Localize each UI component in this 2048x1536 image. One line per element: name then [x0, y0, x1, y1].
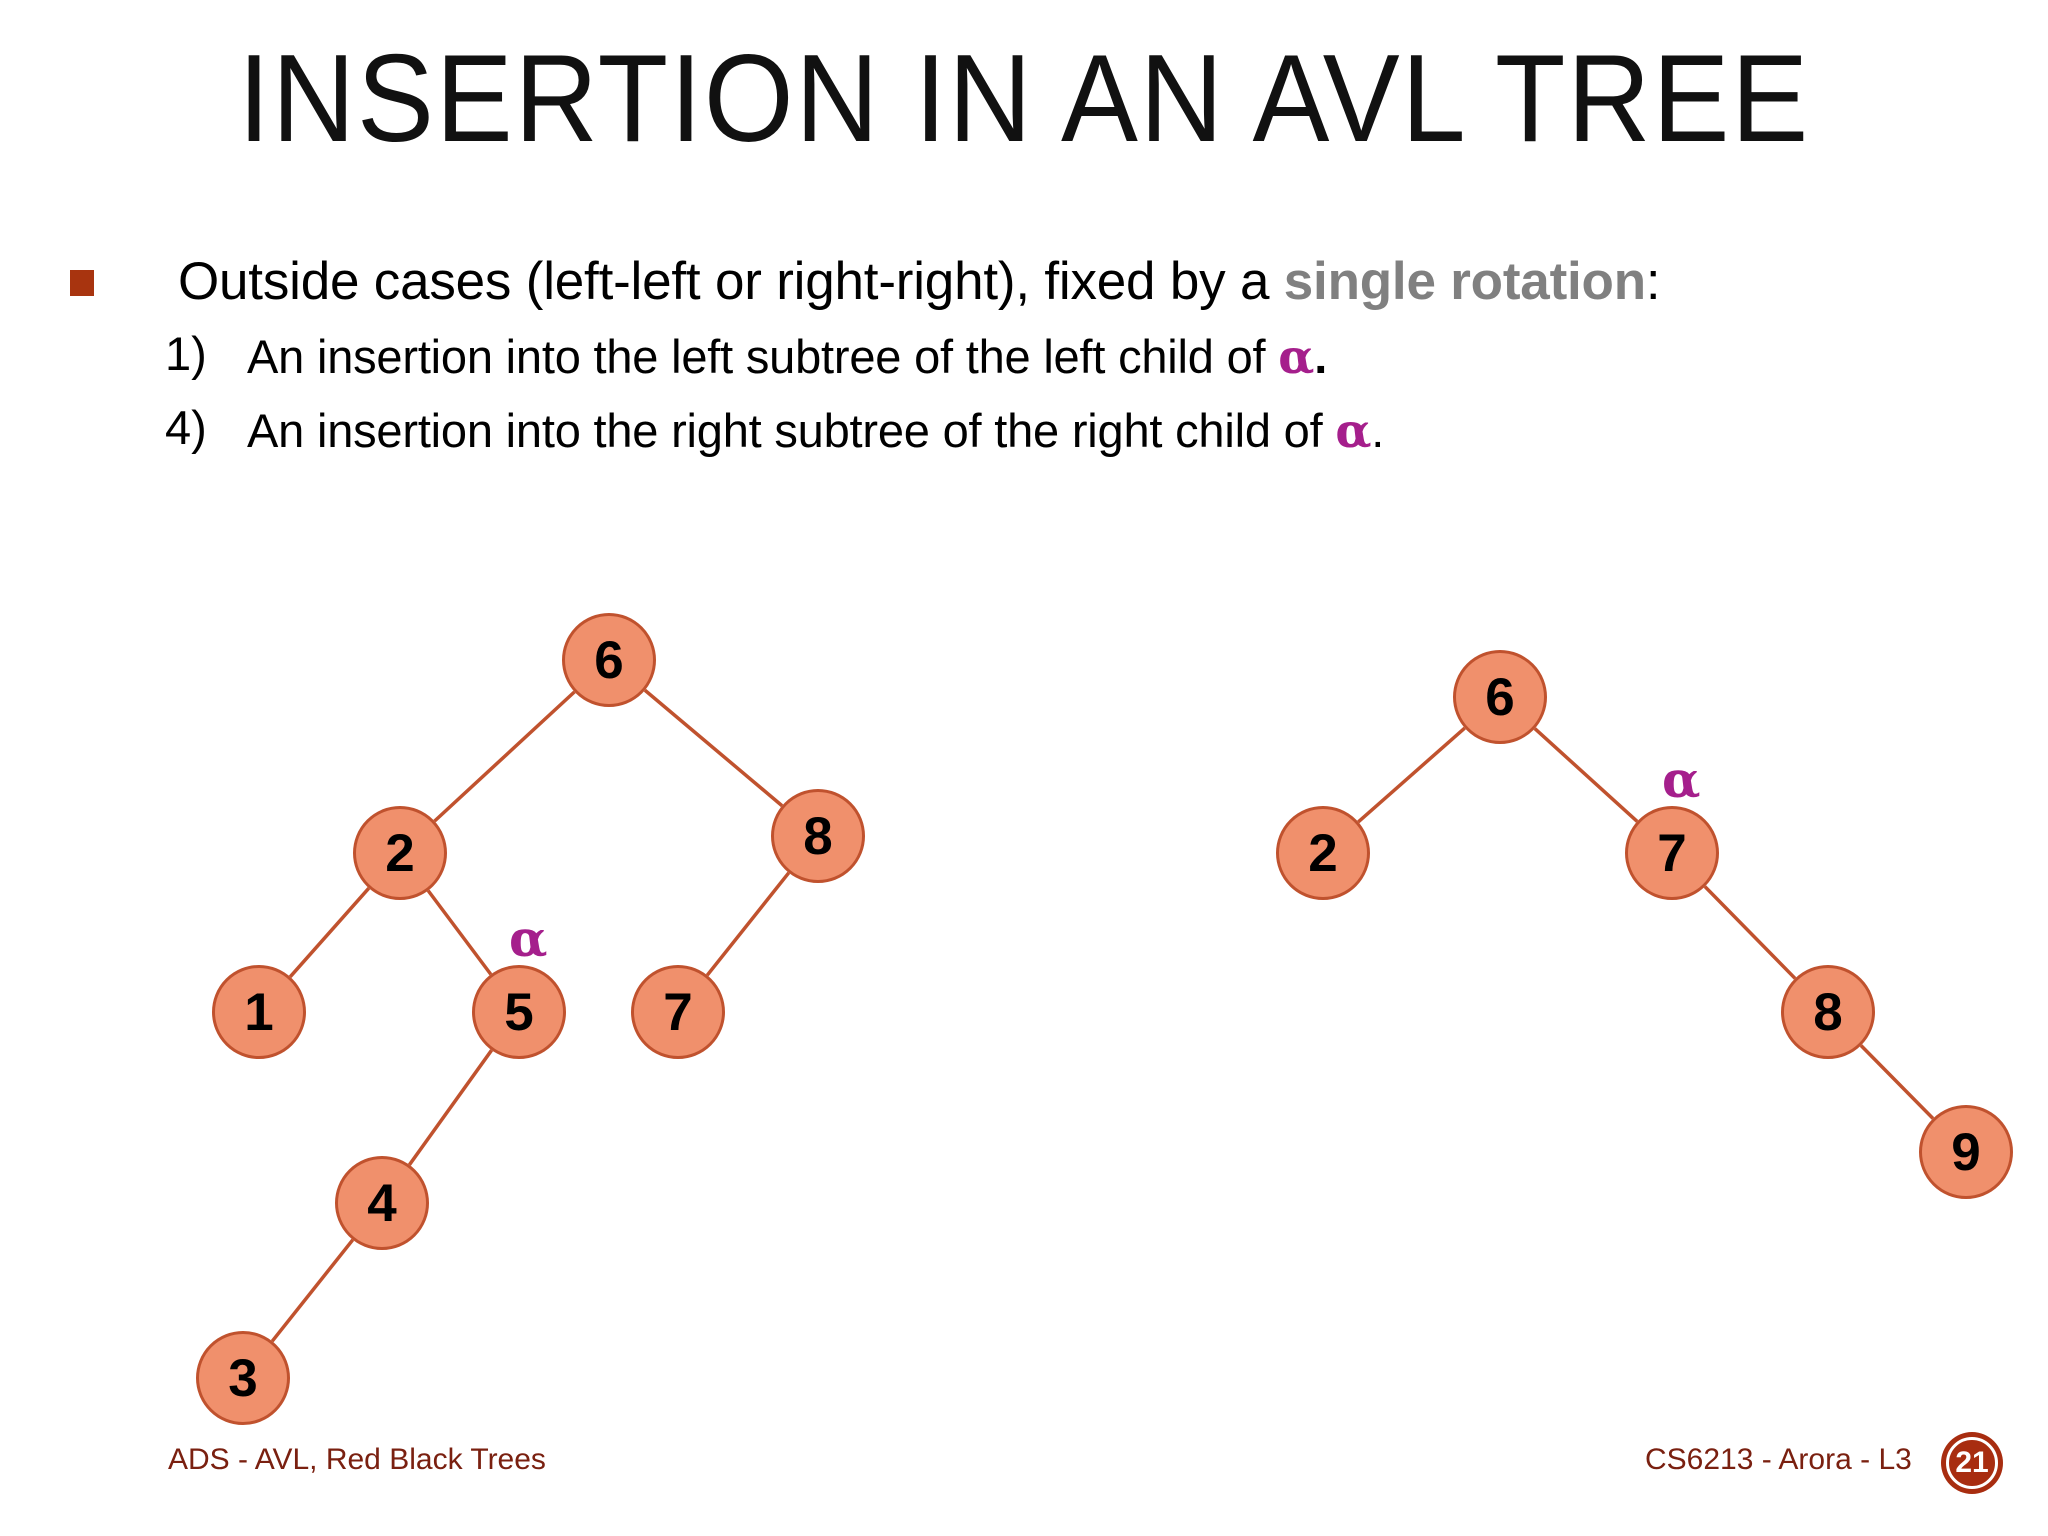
- list-item-1-trailing: .: [1314, 330, 1328, 383]
- tree-edge: [407, 1049, 494, 1166]
- footer-left-text: ADS - AVL, Red Black Trees: [168, 1443, 546, 1476]
- tree-node-2: 2: [1276, 806, 1370, 900]
- alpha-symbol: α: [1335, 404, 1372, 459]
- list-item-number-4: 4): [165, 401, 207, 454]
- alpha-symbol: α: [1278, 330, 1315, 385]
- tree-node-6: 6: [1453, 650, 1547, 744]
- list-item-4: An insertion into the right subtree of t…: [247, 400, 1384, 463]
- tree-node-3: 3: [196, 1331, 290, 1425]
- bullet-text-before: Outside cases (left-left or right-right)…: [178, 252, 1284, 311]
- tree-edge: [426, 889, 493, 976]
- alpha-marker-icon: α: [1662, 750, 1701, 809]
- tree-node-2: 2: [353, 806, 447, 900]
- tree-edge: [643, 688, 784, 808]
- tree-edge: [705, 871, 791, 977]
- tree-node-6: 6: [562, 613, 656, 707]
- list-item-4-trailing: .: [1371, 404, 1385, 457]
- tree-edge: [1357, 726, 1466, 824]
- tree-node-7: 7: [1625, 806, 1719, 900]
- bullet-main-text: Outside cases (left-left or right-right)…: [178, 248, 1661, 316]
- bullet-text-after: :: [1645, 252, 1661, 311]
- list-item-1-text: An insertion into the left subtree of th…: [247, 330, 1279, 383]
- tree-node-1: 1: [212, 965, 306, 1059]
- page-number: 21: [1955, 1446, 1989, 1479]
- tree-edge: [1533, 727, 1639, 823]
- tree-node-7: 7: [631, 965, 725, 1059]
- badge-ring: [1946, 1437, 1998, 1489]
- list-item-number-1: 1): [165, 327, 207, 380]
- footer-right-text: CS6213 - Arora - L3: [1645, 1443, 1912, 1476]
- tree-edge: [433, 690, 576, 823]
- tree-node-4: 4: [335, 1156, 429, 1250]
- page-title: INSERTION IN AN AVL TREE: [71, 28, 1977, 170]
- tree-node-5: 5: [472, 965, 566, 1059]
- tree-edge: [288, 887, 371, 978]
- tree-edge: [270, 1238, 355, 1343]
- tree-node-8: 8: [771, 789, 865, 883]
- page-number-badge: 21: [1941, 1432, 2003, 1494]
- square-bullet-icon: [70, 270, 94, 296]
- tree-node-8: 8: [1781, 965, 1875, 1059]
- tree-edge: [1703, 885, 1797, 980]
- alpha-marker-icon: α: [509, 909, 548, 968]
- list-item-4-text: An insertion into the right subtree of t…: [247, 404, 1336, 457]
- tree-edge: [1859, 1044, 1935, 1120]
- tree-node-9: 9: [1919, 1105, 2013, 1199]
- list-item-1: An insertion into the left subtree of th…: [247, 326, 1327, 389]
- bullet-highlight: single rotation: [1283, 252, 1646, 311]
